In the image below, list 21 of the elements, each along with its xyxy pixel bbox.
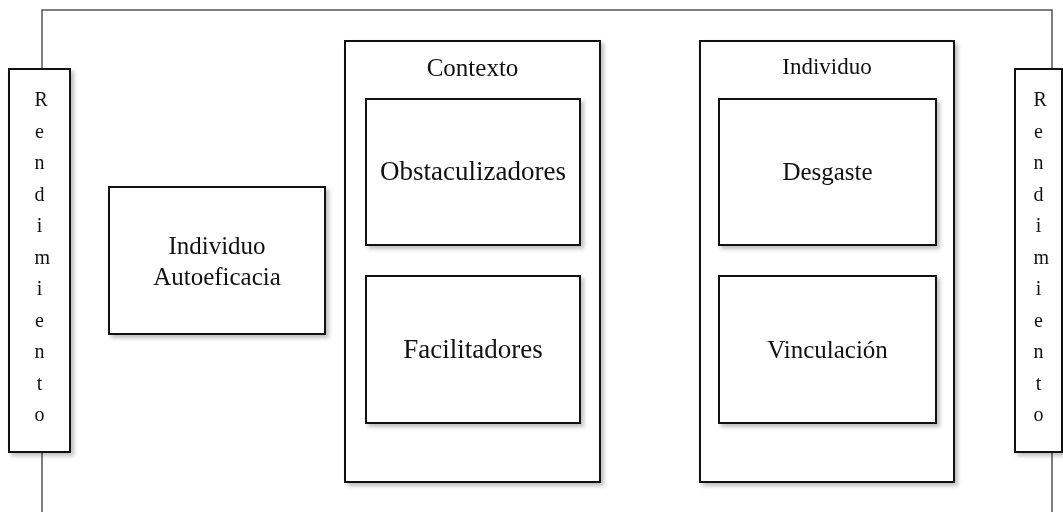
- box-label: Desgaste: [781, 157, 874, 188]
- concept-box: [108, 186, 326, 335]
- box-label: Facilitadores: [402, 332, 544, 366]
- box-label: Obstaculizadores: [379, 155, 567, 189]
- group-box: [699, 40, 955, 483]
- box-label: Individuo Autoeficacia: [152, 230, 282, 292]
- vertical-label-box: [8, 68, 71, 453]
- concept-box: [718, 98, 937, 246]
- group-heading: Contexto: [426, 54, 519, 82]
- connector-line: [41, 9, 1053, 69]
- vertical-label: Rendimiento: [34, 87, 55, 427]
- connector-line: [1051, 452, 1053, 512]
- group-box: [344, 40, 601, 483]
- box-label: Vinculación: [766, 334, 889, 365]
- concept-box: [718, 275, 937, 424]
- vertical-label: Rendimiento: [1033, 87, 1054, 427]
- concept-box: [365, 98, 581, 246]
- vertical-label-box: [1014, 68, 1063, 453]
- group-heading: Individuo: [782, 54, 872, 80]
- connector-line: [41, 452, 43, 512]
- concept-box: [365, 275, 581, 424]
